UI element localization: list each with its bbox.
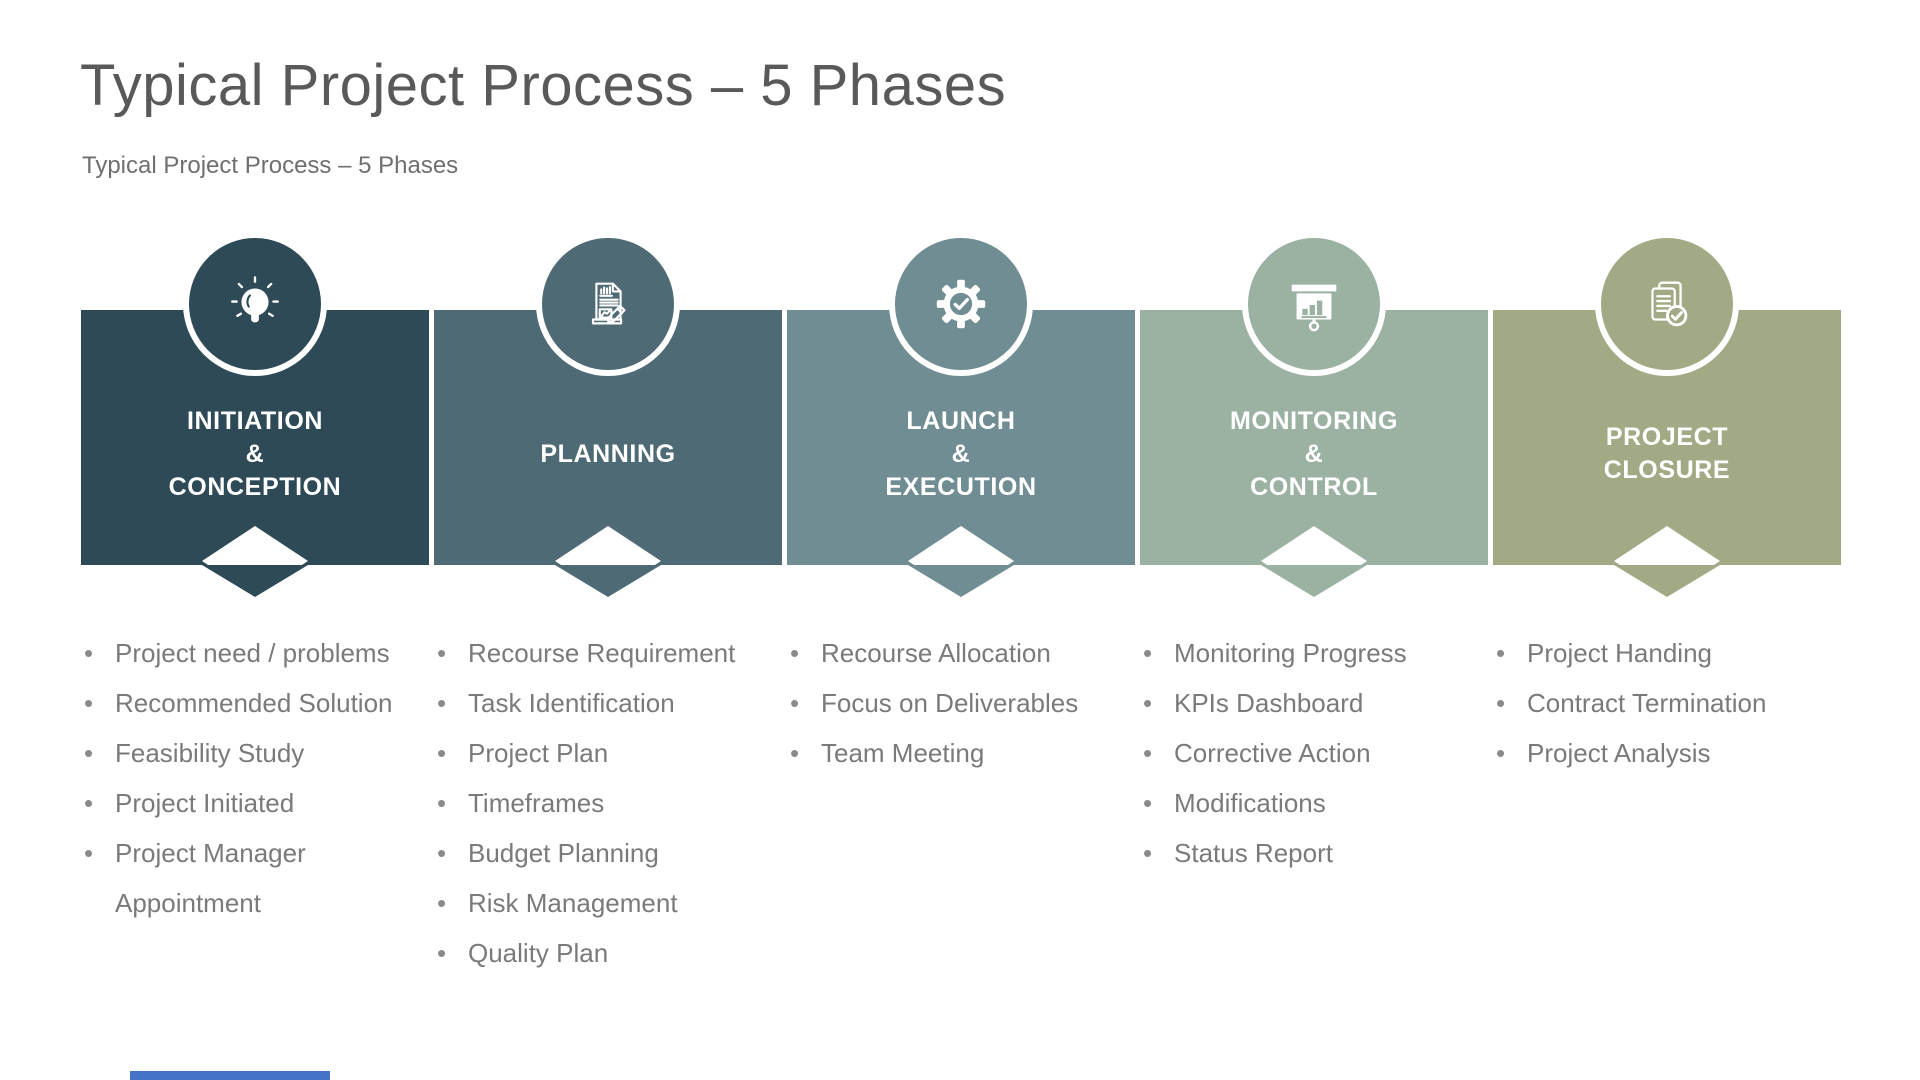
phase-column-monitoring: MONITORING & CONTROL Monitoring Progress… [1140, 232, 1488, 978]
phase-title-line: EXECUTION [885, 472, 1037, 501]
phase-header-planning: PLANNING [434, 310, 782, 565]
list-item: Recourse Requirement [434, 628, 776, 678]
phase-icon-circle [1242, 232, 1386, 376]
list-item: Budget Planning [434, 828, 776, 878]
list-item: Modifications [1140, 778, 1482, 828]
phase-icon-circle [536, 232, 680, 376]
document-pencil-icon [591, 282, 626, 325]
gear-check-icon [936, 279, 986, 329]
phase-bullet-list: Recourse Requirement Task Identification… [434, 628, 782, 978]
list-item: Project Analysis [1493, 728, 1835, 778]
list-item: Project Handing [1493, 628, 1835, 678]
phase-band: INITIATION & CONCEPTION Project need / p… [81, 232, 1841, 978]
list-item: Project Manager Appointment [81, 828, 423, 928]
phase-title: PLANNING [540, 438, 675, 471]
list-item: Monitoring Progress [1140, 628, 1482, 678]
footer-accent-bar [130, 1071, 330, 1080]
phase-title-line: CONCEPTION [168, 472, 342, 501]
phase-title: MONITORING & CONTROL [1230, 405, 1398, 504]
list-item: Recommended Solution [81, 678, 423, 728]
phase-title: INITIATION & CONCEPTION [169, 405, 342, 504]
arrow-notch [202, 526, 308, 565]
phase-column-launch: LAUNCH & EXECUTION Recourse Allocation F… [787, 232, 1135, 978]
presentation-chart-icon [1291, 284, 1337, 332]
list-item: Recourse Allocation [787, 628, 1129, 678]
list-item: Timeframes [434, 778, 776, 828]
documents-check-icon [1651, 281, 1688, 327]
phase-title: LAUNCH & EXECUTION [885, 405, 1036, 504]
phase-title-line: PROJECT [1605, 423, 1729, 451]
phase-column-planning: PLANNING Recourse Requirement Task Ident… [434, 232, 782, 978]
arrow-notch [1261, 526, 1367, 565]
list-item: Team Meeting [787, 728, 1129, 778]
list-item: KPIs Dashboard [1140, 678, 1482, 728]
phase-column-initiation: INITIATION & CONCEPTION Project need / p… [81, 232, 429, 978]
list-item: Project Initiated [81, 778, 423, 828]
list-item: Task Identification [434, 678, 776, 728]
list-item: Corrective Action [1140, 728, 1482, 778]
list-item: Project Plan [434, 728, 776, 778]
phase-title-line: PLANNING [540, 439, 676, 468]
list-item: Quality Plan [434, 928, 776, 978]
phase-title-line: & [245, 439, 265, 468]
phase-title-line: CLOSURE [1603, 456, 1731, 484]
phase-icon-circle [1595, 232, 1739, 376]
list-item: Risk Management [434, 878, 776, 928]
phase-bullet-list: Monitoring Progress KPIs Dashboard Corre… [1140, 628, 1488, 878]
list-item: Feasibility Study [81, 728, 423, 778]
phase-title-line: INITIATION [186, 406, 324, 435]
list-item: Focus on Deliverables [787, 678, 1129, 728]
phase-icon-circle [889, 232, 1033, 376]
phase-icon-circle [183, 232, 327, 376]
arrow-notch [1614, 526, 1720, 565]
phase-title-line: LAUNCH [906, 406, 1016, 435]
phase-bullet-list: Recourse Allocation Focus on Deliverable… [787, 628, 1135, 778]
phase-title: PROJECT CLOSURE [1604, 421, 1730, 487]
page-title: Typical Project Process – 5 Phases [80, 53, 1007, 118]
phase-bullet-list: Project need / problems Recommended Solu… [81, 628, 429, 928]
phase-title-line: & [951, 439, 971, 468]
phase-bullet-list: Project Handing Contract Termination Pro… [1493, 628, 1841, 778]
list-item: Contract Termination [1493, 678, 1835, 728]
list-item: Project need / problems [81, 628, 423, 678]
arrow-notch [555, 526, 661, 565]
phase-title-line: & [1304, 439, 1324, 468]
arrow-notch [908, 526, 1014, 565]
phase-title-line: MONITORING [1229, 406, 1399, 435]
page-subtitle: Typical Project Process – 5 Phases [82, 152, 459, 179]
phase-column-closure: PROJECT CLOSURE Project Handing Contract… [1493, 232, 1841, 978]
list-item: Status Report [1140, 828, 1482, 878]
lightbulb-icon [231, 276, 279, 323]
phase-title-line: CONTROL [1250, 472, 1378, 501]
